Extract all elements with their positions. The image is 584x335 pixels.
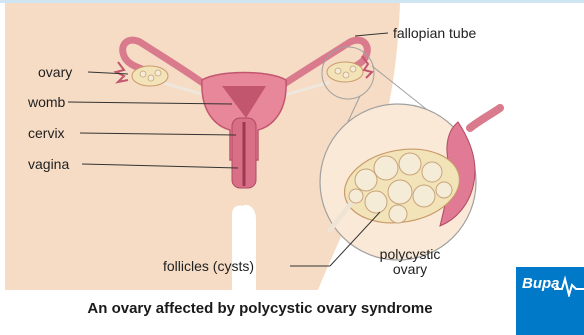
label-polycystic-line2: ovary <box>360 262 460 277</box>
cyst <box>436 182 452 198</box>
right-ovary-follicle <box>343 72 349 78</box>
cyst <box>365 191 387 213</box>
label-fallopian-tube: fallopian tube <box>393 25 476 41</box>
cyst <box>399 153 421 175</box>
cyst <box>422 162 442 182</box>
diagram-caption: An ovary affected by polycystic ovary sy… <box>0 300 520 317</box>
cyst <box>389 205 407 223</box>
thigh-gap <box>236 205 256 290</box>
cyst <box>388 180 412 204</box>
cyst <box>374 156 398 180</box>
label-ovary: ovary <box>38 64 72 80</box>
inset-tube-stalk <box>470 108 500 128</box>
right-ovary-follicle <box>350 66 356 72</box>
cyst <box>349 189 363 203</box>
cyst <box>413 185 435 207</box>
label-polycystic-ovary: polycystic ovary <box>360 247 460 277</box>
label-polycystic-line1: polycystic <box>360 247 460 262</box>
cyst <box>355 169 377 191</box>
right-ovary-follicle <box>335 68 341 74</box>
left-ovary-follicle <box>155 70 161 76</box>
left-ovary-follicle <box>148 75 154 81</box>
label-womb: womb <box>28 94 65 110</box>
bupa-logo: Bupa <box>516 267 584 335</box>
heartbeat-icon <box>554 273 584 297</box>
label-vagina: vagina <box>28 156 69 172</box>
left-ovary-follicle <box>140 71 146 77</box>
label-follicles: follicles (cysts) <box>163 258 254 274</box>
label-cervix: cervix <box>28 125 65 141</box>
